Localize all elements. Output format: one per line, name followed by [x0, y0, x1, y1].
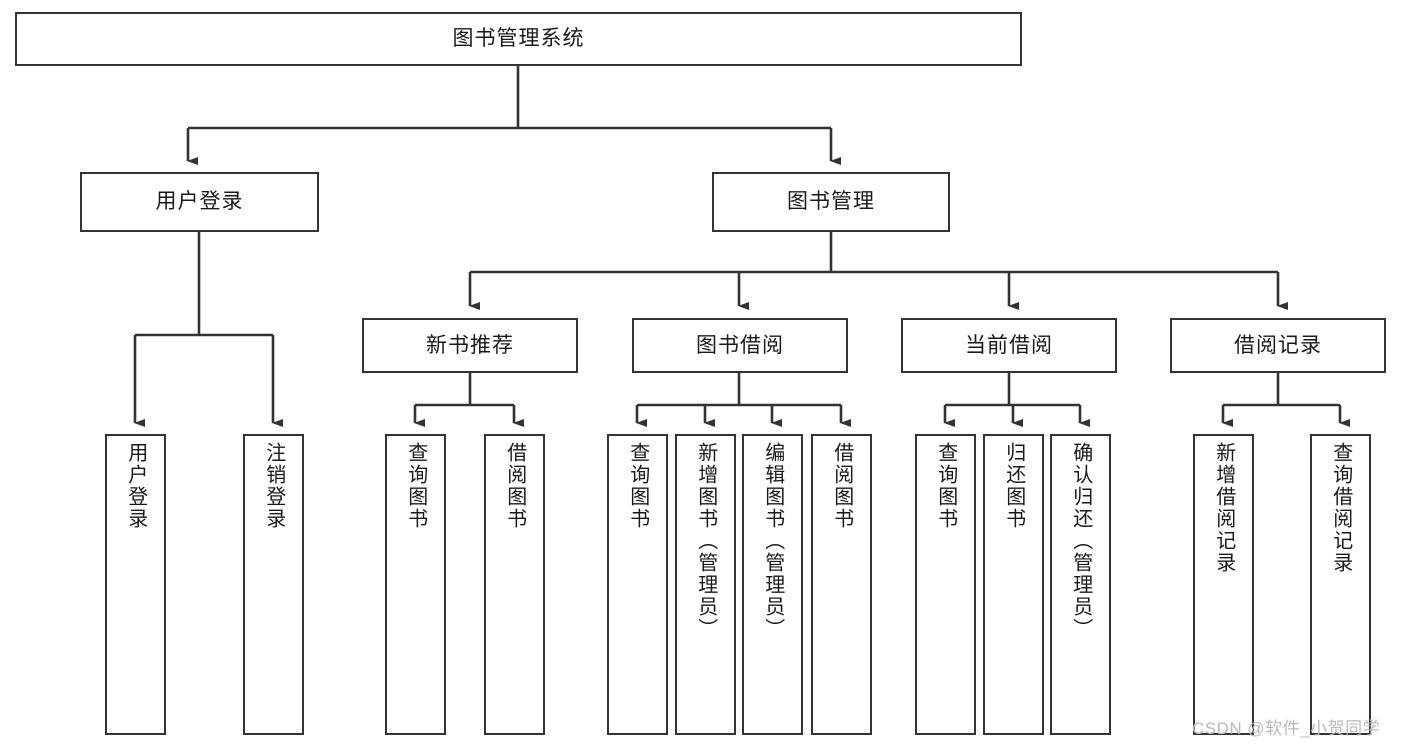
leaf-current-borrow-1[interactable]: 查询图书 [915, 434, 976, 735]
node-root[interactable]: 图书管理系统 [15, 12, 1022, 66]
leaf-borrow-record-1[interactable]: 新增借阅记录 [1193, 434, 1254, 735]
leaf-user-login-1[interactable]: 用户登录 [105, 434, 166, 735]
leaf-label: 查询图书 [626, 442, 649, 530]
leaf-borrow-record-2[interactable]: 查询借阅记录 [1310, 434, 1371, 735]
node-user-login-label: 用户登录 [155, 190, 244, 214]
leaf-label: 确认归还（管理员） [1069, 442, 1092, 640]
leaf-user-login-2[interactable]: 注销登录 [243, 434, 304, 735]
node-user-login[interactable]: 用户登录 [80, 172, 319, 232]
leaf-label: 编辑图书（管理员） [761, 442, 784, 640]
leaf-label: 注销登录 [262, 442, 285, 530]
leaf-label: 新增借阅记录 [1212, 442, 1235, 574]
node-book-borrow-label: 图书借阅 [696, 333, 784, 357]
leaf-label: 查询图书 [934, 442, 957, 530]
leaf-label: 借阅图书 [503, 442, 526, 530]
leaf-label: 借阅图书 [830, 442, 853, 530]
leaf-book-borrow-3[interactable]: 编辑图书（管理员） [742, 434, 803, 735]
leaf-new-book-recommend-2[interactable]: 借阅图书 [484, 434, 545, 735]
node-borrow-record[interactable]: 借阅记录 [1170, 318, 1386, 373]
node-root-label: 图书管理系统 [452, 27, 585, 51]
leaf-label: 查询借阅记录 [1329, 442, 1352, 574]
node-book-manage-label: 图书管理 [787, 190, 875, 214]
node-book-manage[interactable]: 图书管理 [712, 172, 950, 232]
node-current-borrow-label: 当前借阅 [965, 333, 1053, 357]
leaf-new-book-recommend-1[interactable]: 查询图书 [385, 434, 446, 735]
node-book-borrow[interactable]: 图书借阅 [632, 318, 848, 373]
leaf-book-borrow-4[interactable]: 借阅图书 [811, 434, 872, 735]
leaf-label: 新增图书（管理员） [694, 442, 717, 640]
csdn-watermark: CSDN @软件_小贺同学 [1192, 719, 1381, 738]
leaf-book-borrow-1[interactable]: 查询图书 [607, 434, 668, 735]
leaf-label: 查询图书 [404, 442, 427, 530]
node-borrow-record-label: 借阅记录 [1234, 333, 1322, 357]
node-new-book-recommend[interactable]: 新书推荐 [362, 318, 578, 373]
node-new-book-recommend-label: 新书推荐 [426, 333, 514, 357]
leaf-book-borrow-2[interactable]: 新增图书（管理员） [675, 434, 736, 735]
leaf-current-borrow-2[interactable]: 归还图书 [983, 434, 1044, 735]
node-current-borrow[interactable]: 当前借阅 [901, 318, 1117, 373]
leaf-label: 用户登录 [124, 442, 147, 530]
leaf-current-borrow-3[interactable]: 确认归还（管理员） [1050, 434, 1111, 735]
leaf-label: 归还图书 [1002, 442, 1025, 530]
